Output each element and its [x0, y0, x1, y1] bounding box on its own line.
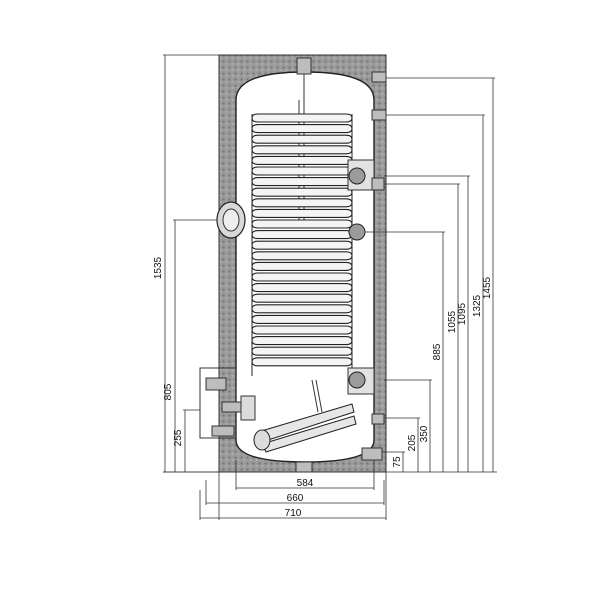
- coil-turn: [251, 293, 353, 303]
- coil-turn: [251, 177, 353, 187]
- dim-660: 660: [287, 493, 304, 504]
- coil-turn: [251, 283, 353, 293]
- dim-1325: 1325: [472, 294, 483, 317]
- dim-710: 710: [285, 508, 302, 519]
- coil-turn: [251, 124, 353, 134]
- right-port-mid: [348, 223, 366, 241]
- coil-turn: [251, 346, 353, 356]
- dim-1055: 1055: [447, 310, 458, 333]
- lower-coil: [253, 379, 357, 453]
- dim-255: 255: [173, 429, 184, 446]
- coil-turn: [251, 325, 353, 335]
- coil-turn: [251, 134, 353, 144]
- coil-turn: [251, 230, 353, 240]
- right-port-upper: [347, 159, 375, 191]
- coil-turn: [251, 240, 353, 250]
- coil-turn: [251, 198, 353, 208]
- coil-turn: [251, 187, 353, 197]
- coil-turn: [251, 155, 353, 165]
- coil-turn: [251, 208, 353, 218]
- dim-885: 885: [432, 343, 443, 360]
- right-fittings: [361, 71, 387, 461]
- coil-turn: [251, 357, 353, 367]
- coil-turn: [251, 304, 353, 314]
- coil-turn: [251, 314, 353, 324]
- coil-turn: [251, 336, 353, 346]
- dim-1095: 1095: [457, 302, 468, 325]
- dim-205: 205: [407, 434, 418, 451]
- dim-584: 584: [297, 478, 314, 489]
- coil-turn: [251, 166, 353, 176]
- side-flange-left: [216, 201, 246, 239]
- dimension-lines: [163, 54, 497, 520]
- coil-turn: [251, 272, 353, 282]
- left-lower-fittings: [199, 367, 256, 439]
- heat-exchanger-coil: [251, 113, 353, 376]
- dim-805: 805: [163, 383, 174, 400]
- dim-75: 75: [392, 456, 403, 468]
- coil-turn: [251, 145, 353, 155]
- coil-turn: [251, 261, 353, 271]
- bottom-feet: [295, 461, 313, 473]
- dim-1455: 1455: [482, 276, 493, 299]
- coil-turn: [251, 113, 353, 123]
- top-port: [296, 57, 312, 100]
- dim-350: 350: [419, 425, 430, 442]
- coil-turn: [251, 251, 353, 261]
- right-port-lower: [347, 367, 375, 395]
- coil-turn: [251, 219, 353, 229]
- dim-1535: 1535: [153, 256, 164, 279]
